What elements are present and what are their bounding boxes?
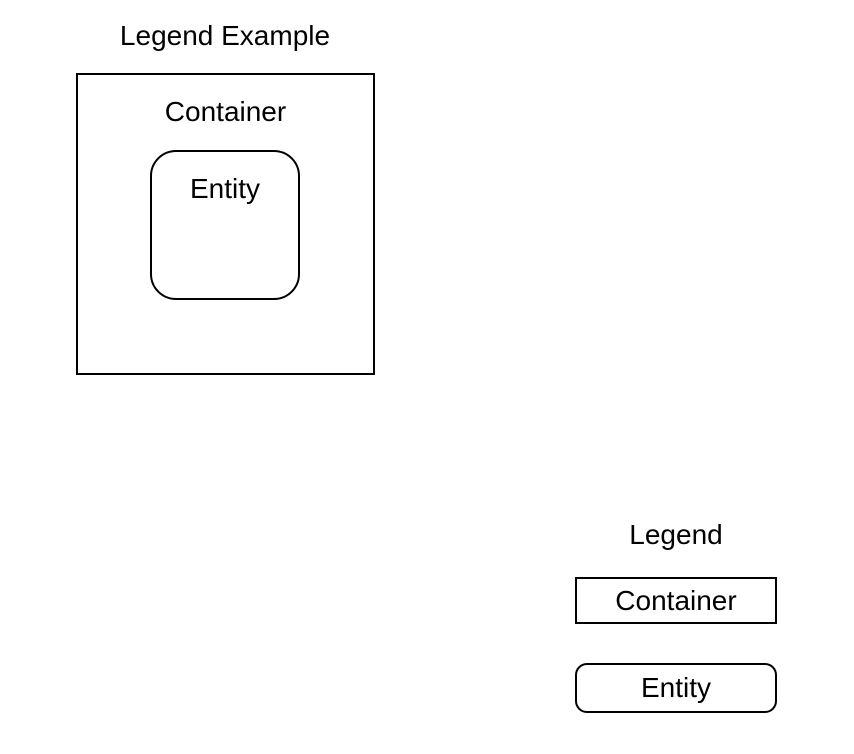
legend-title: Legend <box>629 519 723 550</box>
entity-shape: Entity <box>150 150 300 300</box>
container-shape: Container Entity <box>76 73 375 375</box>
legend-item-container-label: Container <box>615 584 737 616</box>
diagram-title: Legend Example <box>119 20 331 51</box>
container-shape-label: Container <box>164 96 287 127</box>
entity-shape-label: Entity <box>189 173 261 204</box>
legend-item-entity-label: Entity <box>640 672 712 703</box>
legend-item-container: Container <box>575 577 777 624</box>
legend-item-entity: Entity <box>575 663 777 713</box>
